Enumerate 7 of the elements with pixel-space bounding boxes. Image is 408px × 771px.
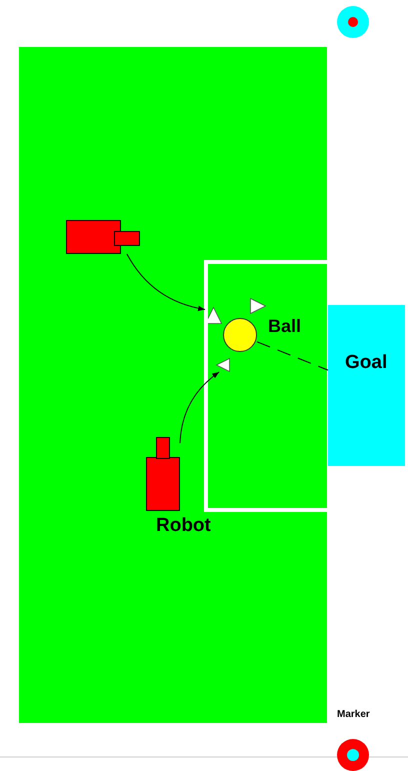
robot-label: Robot [156, 515, 211, 537]
arrow [180, 372, 220, 444]
dashed-line [256, 341, 328, 371]
arrow [126, 254, 206, 311]
marker-label: Marker [337, 709, 370, 720]
ball-label: Ball [268, 316, 302, 337]
goal-label: Goal [345, 352, 388, 374]
